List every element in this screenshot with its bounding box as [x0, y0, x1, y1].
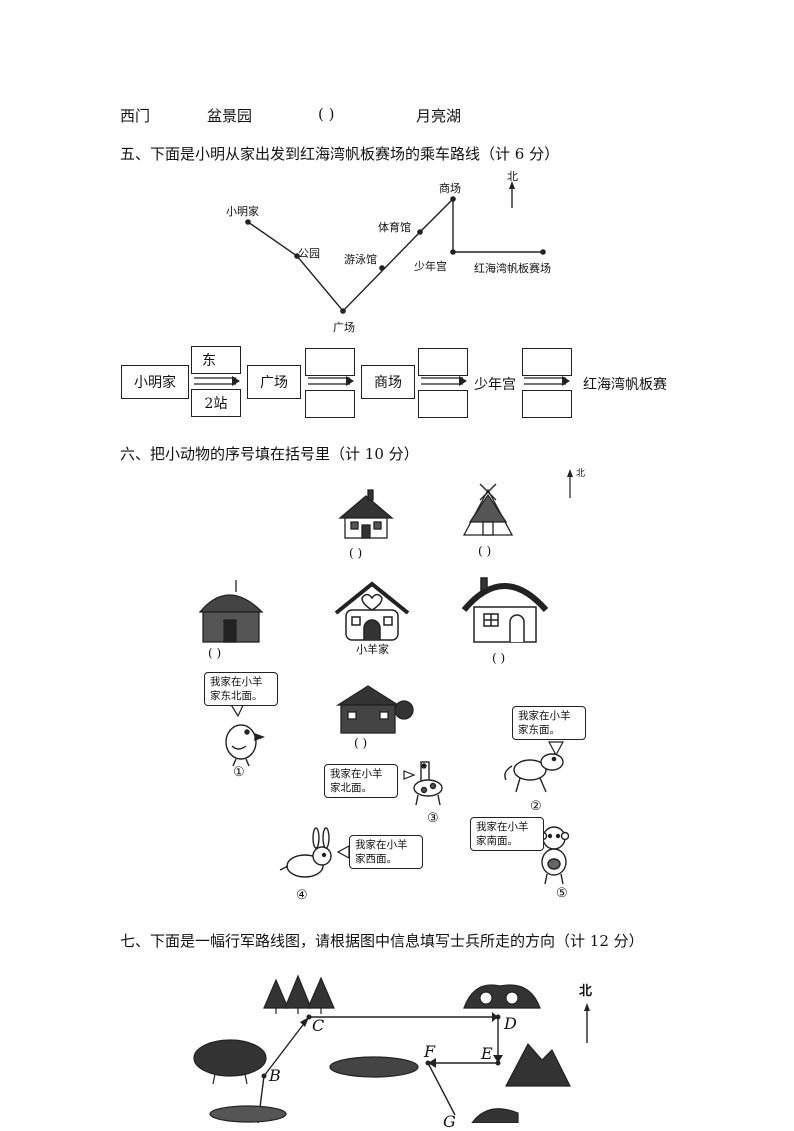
stop-dot-home	[245, 219, 251, 225]
bubble-rabbit: 我家在小羊家西面。	[349, 835, 423, 869]
map-label-park: 公园	[298, 247, 320, 260]
question-5-title: 五、下面是小明从家出发到红海湾帆板赛场的乘车路线（计 6 分）	[120, 145, 560, 163]
point-label-b: B	[269, 1066, 281, 1085]
north-label-q6: 北	[576, 469, 586, 479]
stop-dot-square	[340, 308, 346, 314]
sheep-house-icon	[334, 581, 410, 641]
point-label-d: D	[504, 1014, 517, 1033]
point-label-g: G	[443, 1112, 456, 1131]
flow-direction-box-1[interactable]: 东	[191, 346, 241, 374]
animal-number-2: ②	[530, 799, 542, 814]
tent-house-icon	[462, 483, 514, 536]
question-6-title: 六、把小动物的序号填在括号里（计 10 分）	[120, 445, 419, 463]
point-label-f: F	[424, 1042, 436, 1061]
map-label-mall: 商场	[439, 182, 461, 195]
flow-direction-box-3[interactable]	[418, 348, 468, 376]
top-item-bonsai-garden: 盆景园	[207, 107, 253, 125]
flow-stops-box-2[interactable]	[305, 390, 355, 418]
march-route-q7	[257, 1008, 588, 1123]
house-top-left-icon	[338, 489, 394, 539]
animal-number-3: ③	[427, 811, 439, 826]
flow-stops-box-4[interactable]	[522, 390, 572, 418]
stop-dot-mall	[450, 196, 456, 202]
flow-stops-box-1[interactable]: 2站	[191, 389, 241, 417]
stop-dot-pool	[379, 265, 385, 271]
hut-house-icon	[198, 580, 264, 643]
map-label-gym: 体育馆	[378, 221, 411, 234]
answer-blank-left[interactable]: ( )	[208, 646, 222, 660]
north-label-q7: 北	[579, 984, 593, 999]
top-item-west-gate: 西门	[120, 107, 151, 125]
giraffe-icon	[413, 761, 443, 806]
flow-direction-box-4[interactable]	[522, 348, 572, 376]
sheep-house-label: 小羊家	[356, 643, 389, 656]
rabbit-icon	[279, 827, 332, 878]
map-label-palace: 少年宫	[414, 260, 447, 273]
flow-end-label: 红海湾帆板赛	[583, 377, 667, 393]
answer-blank-right[interactable]: ( )	[492, 651, 506, 665]
round-roof-house-icon	[461, 577, 549, 643]
flow-palace-label: 少年宫	[474, 377, 516, 393]
hill-bottom-icon	[471, 1108, 519, 1123]
flow-stops-box-3[interactable]	[418, 390, 468, 418]
lake-icon	[209, 1105, 287, 1123]
animal-number-5: ⑤	[556, 886, 568, 901]
north-label-q5: 北	[507, 170, 518, 183]
answer-blank-top-right[interactable]: ( )	[478, 544, 492, 558]
swamp-icon	[329, 1056, 419, 1078]
flow-square-box: 广场	[247, 365, 301, 399]
bush-icon	[193, 1039, 267, 1085]
answer-blank-bottom[interactable]: ( )	[354, 736, 368, 750]
top-item-blank[interactable]: ( )	[318, 105, 335, 123]
bubble-chick: 我家在小羊家东北面。	[204, 672, 278, 706]
point-label-e: E	[481, 1044, 493, 1063]
bubble-horse: 我家在小羊家东面。	[512, 706, 586, 740]
top-item-moon-lake: 月亮湖	[416, 107, 462, 125]
bubble-giraffe: 我家在小羊家北面。	[324, 764, 398, 798]
mountain-icon	[505, 1042, 571, 1087]
stop-dot-venue	[540, 249, 546, 255]
animal-number-4: ④	[296, 888, 308, 903]
answer-blank-top-left[interactable]: ( )	[349, 546, 363, 560]
bubble-monkey: 我家在小羊家南面。	[470, 817, 544, 851]
flow-direction-box-2[interactable]	[305, 348, 355, 376]
stop-dot-gym	[417, 229, 423, 235]
point-label-c: C	[312, 1016, 325, 1035]
map-label-square: 广场	[333, 321, 355, 334]
chick-icon	[225, 724, 265, 767]
village-icon	[463, 984, 541, 1009]
horse-icon	[504, 753, 564, 793]
flow-mall-box: 商场	[361, 365, 415, 399]
flow-start-box: 小明家	[121, 365, 189, 399]
question-7-title: 七、下面是一幅行军路线图，请根据图中信息填写士兵所走的方向（计 12 分）	[120, 932, 644, 950]
dark-cottage-icon	[335, 685, 414, 734]
stop-dot-palace	[450, 249, 456, 255]
animal-number-1: ①	[233, 765, 245, 780]
map-label-venue: 红海湾帆板赛场	[474, 262, 551, 275]
map-label-home: 小明家	[226, 205, 259, 218]
forest-icon	[263, 974, 335, 1014]
map-label-pool: 游泳馆	[344, 253, 377, 266]
stop-dot-park	[294, 253, 300, 259]
